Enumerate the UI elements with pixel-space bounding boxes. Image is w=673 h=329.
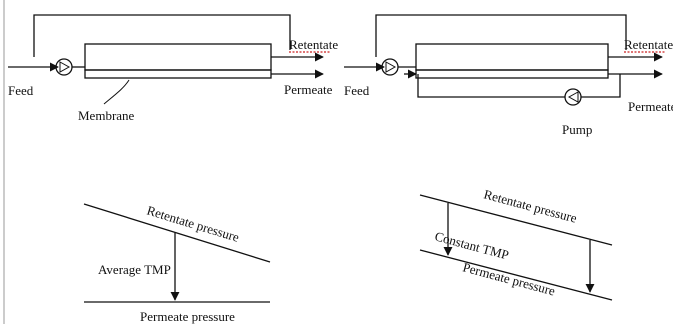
permeate-recycle-loop bbox=[417, 74, 621, 98]
utmp-crossflow-schematic: Feed Retentate Permeate Pump bbox=[344, 14, 673, 137]
permeate-label: Permeate bbox=[628, 99, 673, 114]
constant-tmp-profile: Retentate pressure Constant TMP Permeate… bbox=[419, 186, 613, 301]
permeate-label: Permeate bbox=[284, 82, 333, 97]
recycle-loop-line bbox=[33, 14, 291, 57]
average-tmp-label: Average TMP bbox=[98, 262, 171, 277]
average-tmp-profile: Retentate pressure Average TMP Permeate … bbox=[83, 203, 271, 324]
recycle-loop-line bbox=[375, 14, 627, 57]
feed-label: Feed bbox=[8, 83, 34, 98]
permeate-channel bbox=[415, 69, 609, 79]
recycle-pump-icon bbox=[564, 88, 582, 106]
pump-icon bbox=[55, 58, 73, 76]
membrane-leader-line bbox=[103, 79, 130, 105]
membrane-module bbox=[415, 43, 609, 71]
feed-label: Feed bbox=[344, 83, 370, 98]
pump-icon bbox=[381, 58, 399, 76]
permeate-pressure-label: Permeate pressure bbox=[140, 309, 235, 324]
membrane-label: Membrane bbox=[78, 108, 135, 123]
retentate-pressure-label: Retentate pressure bbox=[482, 186, 578, 225]
retentate-label: Retentate bbox=[289, 37, 338, 52]
constant-tmp-label: Constant TMP bbox=[433, 228, 510, 262]
retentate-pressure-line bbox=[419, 194, 613, 246]
permeate-pressure-label: Permeate pressure bbox=[461, 259, 557, 298]
permeate-channel bbox=[84, 69, 272, 79]
membrane-module bbox=[84, 43, 272, 71]
retentate-pressure-line bbox=[83, 203, 271, 263]
retentate-label: Retentate bbox=[624, 37, 673, 52]
permeate-pressure-line bbox=[419, 249, 613, 301]
pump-label: Pump bbox=[562, 122, 592, 137]
conventional-crossflow-schematic: Feed Retentate Permeate Membrane bbox=[8, 14, 338, 123]
